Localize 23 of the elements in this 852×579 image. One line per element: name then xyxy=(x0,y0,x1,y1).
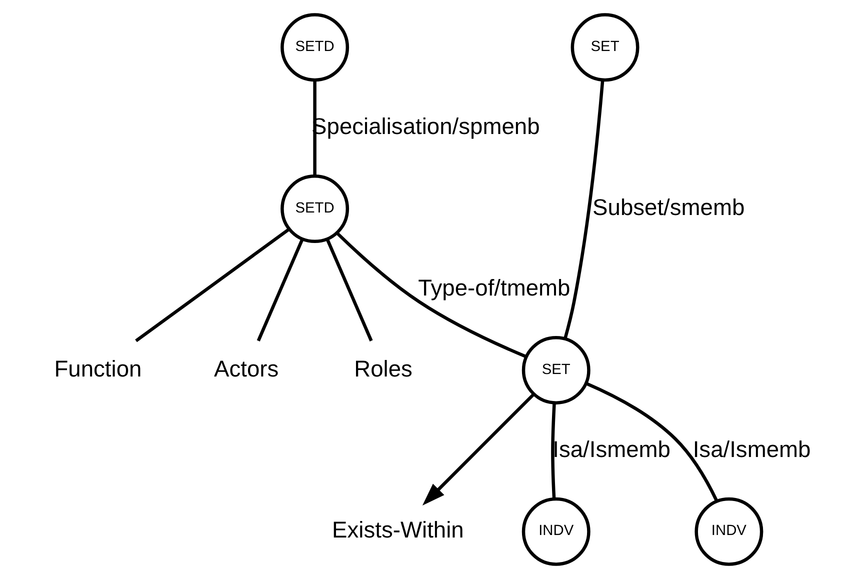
arrow xyxy=(422,393,534,506)
connector xyxy=(312,80,316,176)
node-circle: INDV xyxy=(521,497,590,566)
edge-label: Isa/Ismemb xyxy=(552,436,670,462)
node-circle: INDV xyxy=(694,497,763,566)
node-circle: SET xyxy=(521,336,590,404)
connector xyxy=(134,228,290,342)
node-text: Function xyxy=(54,355,142,382)
edge-label: Isa/Ismemb xyxy=(692,436,810,462)
connector xyxy=(336,232,526,358)
connector xyxy=(256,238,304,342)
node-circle: SET xyxy=(570,13,639,82)
connector xyxy=(325,238,372,342)
connector xyxy=(585,382,718,502)
node-text: Exists-Within xyxy=(332,516,464,543)
node-text: Roles xyxy=(354,355,412,382)
connector xyxy=(562,80,604,340)
edge-label: Type-of/tmemb xyxy=(418,274,570,301)
connector xyxy=(550,403,556,499)
edge-label: Subset/smemb xyxy=(592,194,744,220)
node-circle: SETD xyxy=(280,174,349,244)
node-circle: SETD xyxy=(280,13,349,82)
node-text: Actors xyxy=(214,355,278,382)
